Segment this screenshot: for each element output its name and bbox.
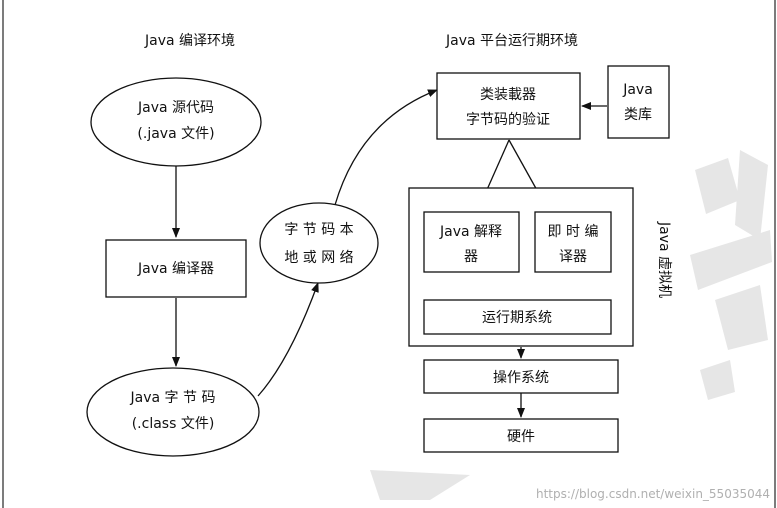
node-hardware-label: 硬件 (507, 429, 535, 445)
node-operating-system: 操作系统 (423, 359, 619, 394)
node-jit-line1: 即 时 编 (548, 224, 599, 240)
node-java-library-line2: 类库 (624, 107, 652, 123)
node-java-library-line1: Java (622, 82, 653, 98)
node-class-loader-line1: 类装載器 (480, 87, 536, 103)
node-network-line2: 地 或 网 络 (284, 250, 353, 266)
node-runtime-system: 运行期系统 (423, 299, 612, 335)
heading-runtime-env: Java 平台运行期环境 (445, 33, 578, 49)
node-java-source-line2: (.java 文件) (137, 126, 214, 142)
jvm-label: Java 虚拟机 (656, 221, 672, 298)
node-operating-system-label: 操作系统 (493, 370, 549, 386)
node-interpreter-line2: 器 (464, 249, 478, 265)
node-class-loader-line2: 字节码的验证 (466, 112, 550, 128)
node-jit-line2: 译器 (559, 249, 587, 265)
node-java-library: Java 类库 (607, 65, 670, 139)
node-java-compiler-label: Java 编译器 (137, 261, 214, 277)
heading-compile-env: Java 编译环境 (144, 33, 235, 49)
node-java-source-line1: Java 源代码 (137, 100, 214, 116)
node-java-interpreter: Java 解释 器 (423, 211, 520, 273)
watermark-glyph-shapes (370, 150, 772, 500)
node-java-bytecode: Java 字 节 码 (.class 文件) (86, 367, 260, 457)
node-bytecode-local-or-network: 字 节 码 本 地 或 网 络 (259, 202, 379, 284)
node-java-compiler: Java 编译器 (105, 239, 247, 298)
node-hardware: 硬件 (423, 418, 619, 453)
node-jit-compiler: 即 时 编 译器 (534, 211, 612, 273)
node-java-source: Java 源代码 (.java 文件) (90, 77, 262, 167)
node-network-line1: 字 节 码 本 (284, 222, 353, 238)
node-java-bytecode-line2: (.class 文件) (132, 416, 215, 432)
edge-network-to-loader (334, 89, 438, 206)
node-interpreter-line1: Java 解释 (439, 224, 502, 240)
node-class-loader: 类装載器 字节码的验证 (436, 72, 581, 140)
edge-bytecode-to-network (257, 282, 319, 397)
node-runtime-system-label: 运行期系统 (482, 310, 552, 326)
node-java-bytecode-line1: Java 字 节 码 (130, 390, 216, 406)
watermark-url: https://blog.csdn.net/weixin_55035044 (536, 487, 770, 501)
